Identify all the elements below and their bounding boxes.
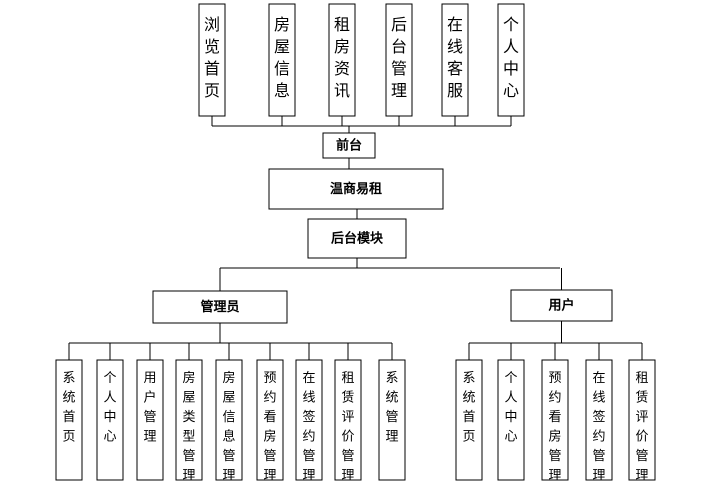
role-0-child-3	[175, 359, 203, 481]
top-module-5	[497, 3, 525, 117]
role-0-child-2-label: 用户管理	[143, 371, 156, 445]
top-module-4-label: 在线客服	[447, 15, 463, 100]
role-1-child-3-label: 在线签约管理	[592, 371, 605, 484]
system-box	[268, 168, 444, 210]
role-0-child-4-label: 房屋信息管理	[222, 370, 235, 484]
top-module-3	[385, 3, 413, 117]
top-module-5-label: 个人中心	[503, 15, 519, 100]
role-0-child-7-label: 租赁评价管理	[341, 371, 354, 484]
top-module-1	[268, 3, 296, 117]
role-0-child-0	[55, 359, 83, 481]
role-0-child-4	[215, 359, 243, 481]
role-1-child-4-label: 租赁评价管理	[635, 371, 648, 484]
top-module-2	[328, 3, 356, 117]
role-0-child-5-label: 预约看房管理	[263, 371, 276, 484]
role-box-0-label: 管理员	[200, 299, 239, 315]
role-1-child-1-label: 个人中心	[504, 371, 517, 445]
top-module-1-label: 房屋信息	[274, 15, 290, 100]
front-box-label: 前台	[336, 138, 362, 154]
role-1-child-0-label: 系统首页	[462, 371, 475, 445]
role-1-child-2-label: 预约看房管理	[548, 371, 561, 484]
role-1-child-4	[628, 359, 656, 481]
role-1-child-0	[455, 359, 483, 481]
role-0-child-0-label: 系统首页	[62, 371, 75, 445]
role-0-child-5	[256, 359, 284, 481]
top-module-0	[198, 3, 226, 117]
role-0-child-6	[295, 359, 323, 481]
system-box-label: 温商易租	[330, 181, 382, 197]
role-0-child-1	[96, 359, 124, 481]
role-0-child-8-label: 系统管理	[385, 371, 398, 445]
role-box-0	[152, 290, 288, 324]
backend-box-label: 后台模块	[331, 231, 384, 247]
role-box-1-label: 用户	[547, 298, 574, 314]
role-0-child-1-label: 个人中心	[103, 371, 116, 445]
top-module-3-label: 后台管理	[391, 15, 407, 100]
role-0-child-7	[334, 359, 362, 481]
role-box-1	[510, 289, 613, 322]
top-module-0-label: 浏览首页	[204, 15, 220, 100]
role-0-child-2	[136, 359, 164, 481]
role-0-child-3-label: 房屋类型管理	[182, 370, 195, 484]
connector-lines	[68, 116, 643, 360]
role-1-child-1	[497, 359, 525, 481]
top-module-2-label: 租房资讯	[334, 15, 350, 100]
front-box	[322, 132, 376, 159]
role-1-child-3	[585, 359, 613, 481]
role-0-child-8	[378, 359, 406, 481]
role-0-child-6-label: 在线签约管理	[302, 371, 315, 484]
backend-box	[307, 218, 407, 259]
module-boxes: 浏览首页房屋信息租房资讯后台管理在线客服个人中心前台温商易租后台模块管理员系统首…	[55, 3, 656, 484]
top-module-4	[441, 3, 469, 117]
role-1-child-2	[541, 359, 569, 481]
